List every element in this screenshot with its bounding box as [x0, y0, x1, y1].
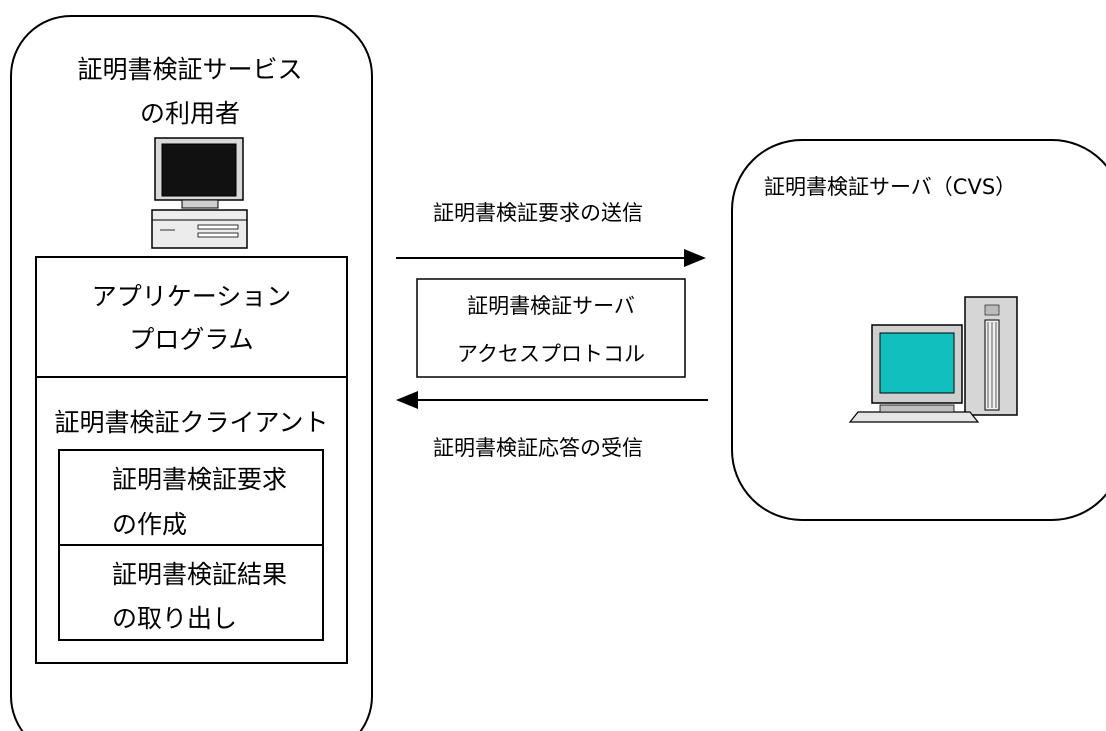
protocol-box — [416, 278, 686, 378]
response-arrow-head — [396, 391, 418, 409]
extract-result-line2: の取り出し — [112, 604, 238, 633]
protocol-line1: 証明書検証サーバ — [467, 294, 635, 318]
response-label: 証明書検証応答の受信 — [433, 436, 643, 460]
create-request-line1: 証明書検証要求 — [112, 465, 288, 494]
client-title-line1: 証明書検証サービス — [77, 55, 303, 84]
client-computer-icon — [151, 137, 248, 249]
server-computer-icon — [848, 296, 1018, 423]
extract-result-line1: 証明書検証結果 — [112, 560, 288, 589]
server-title: 証明書検証サーバ（CVS） — [764, 175, 1017, 199]
create-request-line2: の作成 — [112, 510, 188, 539]
client-title-line2: の利用者 — [139, 99, 240, 128]
request-label: 証明書検証要求の送信 — [433, 201, 643, 225]
protocol-line2: アクセスプロトコル — [457, 342, 645, 366]
client-container — [10, 15, 373, 731]
server-container — [731, 139, 1106, 521]
app-label-line1: アプリケーション — [91, 282, 292, 311]
client-label: 証明書検証クライアント — [54, 408, 329, 437]
request-arrow-head — [684, 249, 706, 267]
application-box — [35, 256, 348, 664]
app-label-line2: プログラム — [129, 325, 254, 354]
